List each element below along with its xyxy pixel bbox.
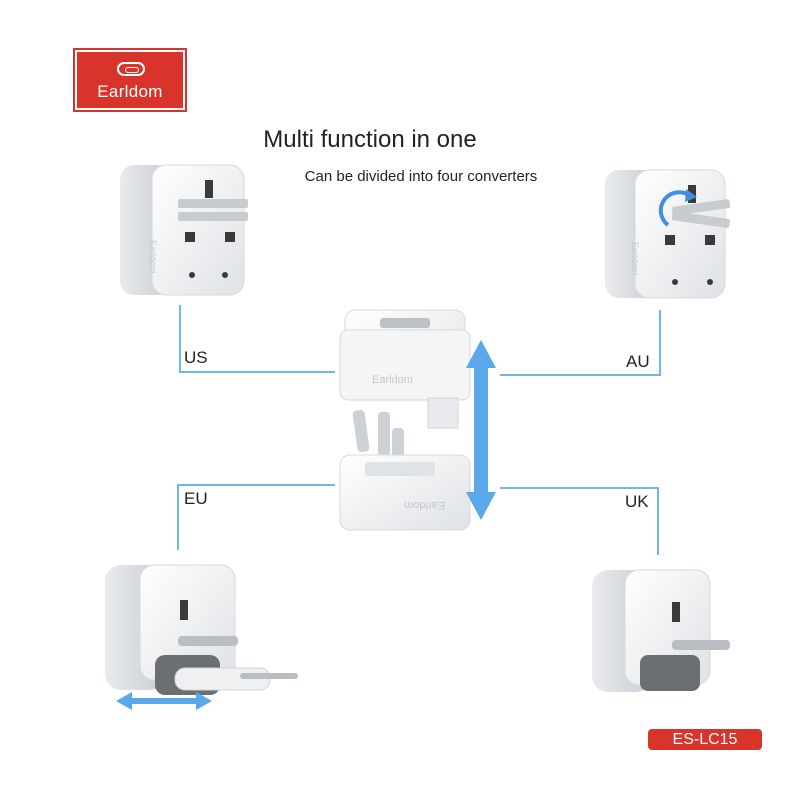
- center-adapter-image: Earldom Earldom: [339, 309, 471, 531]
- connector-uk: [500, 487, 659, 555]
- brand-logo: Earldom: [73, 48, 187, 112]
- page-title: Multi function in one: [263, 126, 477, 153]
- label-eu: EU: [184, 489, 208, 508]
- au-adapter-image: Earldom: [605, 169, 731, 299]
- eu-adapter-image: [105, 564, 298, 710]
- connector-lines: [177, 305, 661, 555]
- svg-text:Earldom: Earldom: [404, 499, 445, 511]
- uk-adapter-image: [592, 569, 730, 692]
- svg-text:Earldom: Earldom: [630, 242, 640, 276]
- brand-name: Earldom: [97, 82, 163, 101]
- label-au: AU: [626, 352, 650, 371]
- page-subtitle: Can be divided into four converters: [304, 168, 538, 185]
- model-badge: ES-LC15: [648, 729, 762, 750]
- rotate-arrow-icon: [658, 190, 692, 227]
- connector-au: [500, 310, 661, 376]
- connector-eu: [177, 484, 335, 550]
- logo-mark-icon: [117, 62, 145, 76]
- svg-text:Earldom: Earldom: [372, 374, 413, 386]
- svg-text:Earldom: Earldom: [148, 240, 158, 274]
- label-uk: UK: [625, 492, 649, 511]
- horizontal-double-arrow-icon: [116, 692, 212, 710]
- us-adapter-image: Earldom: [120, 164, 248, 296]
- vertical-double-arrow-icon: [466, 340, 496, 520]
- connector-us: [179, 305, 335, 373]
- label-us: US: [184, 348, 208, 367]
